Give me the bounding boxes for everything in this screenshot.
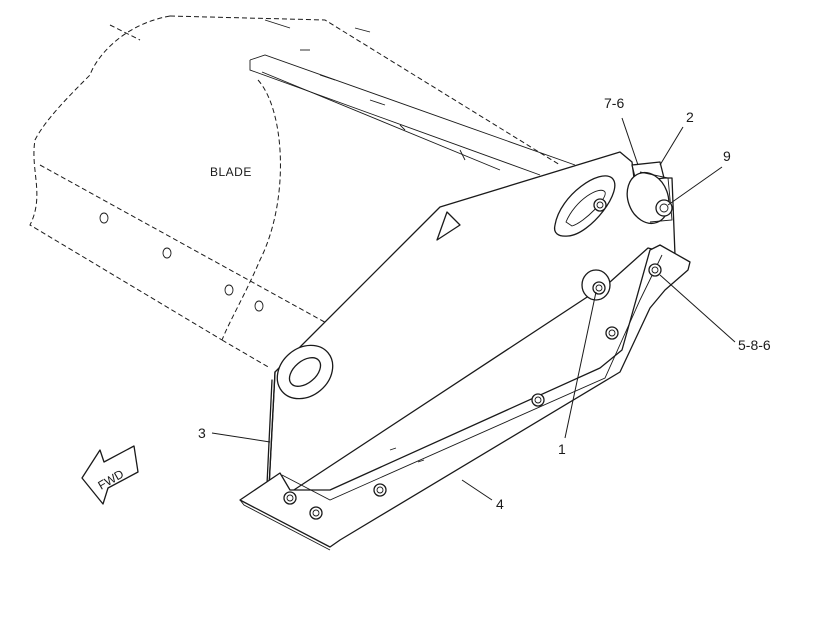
- pin-nut: [655, 199, 673, 217]
- blade-hole: [99, 212, 109, 224]
- edge-bolt: [283, 491, 297, 505]
- callout-3: 3: [198, 425, 206, 441]
- callout-7-6: 7-6: [604, 95, 624, 111]
- callout-1: 1: [558, 441, 566, 457]
- fwd-arrow: FWD: [81, 445, 139, 505]
- edge-bolt: [373, 483, 387, 497]
- blade-hole: [162, 247, 172, 259]
- blade-label: BLADE: [210, 165, 252, 179]
- edge-bolt: [605, 326, 619, 340]
- callout-2: 2: [686, 109, 694, 125]
- edge-bolt: [531, 393, 545, 407]
- end-plate: [265, 151, 676, 508]
- callout-9: 9: [723, 148, 731, 164]
- edge-bolt: [309, 506, 323, 520]
- callout-5-8-6: 5-8-6: [738, 337, 771, 353]
- callout-4: 4: [496, 496, 504, 512]
- slot-bolt: [593, 198, 607, 212]
- leader-lines: [211, 117, 736, 501]
- triangle-cutout: [436, 211, 461, 241]
- blade-hole: [254, 300, 264, 312]
- edge-bolt: [648, 263, 662, 277]
- blade-hole: [224, 284, 234, 296]
- pin-assembly: [626, 161, 673, 225]
- slotted-bracket: [553, 175, 616, 237]
- cutting-edge: [239, 244, 691, 551]
- blade-body: [29, 15, 576, 369]
- edge-bolts: [283, 263, 662, 520]
